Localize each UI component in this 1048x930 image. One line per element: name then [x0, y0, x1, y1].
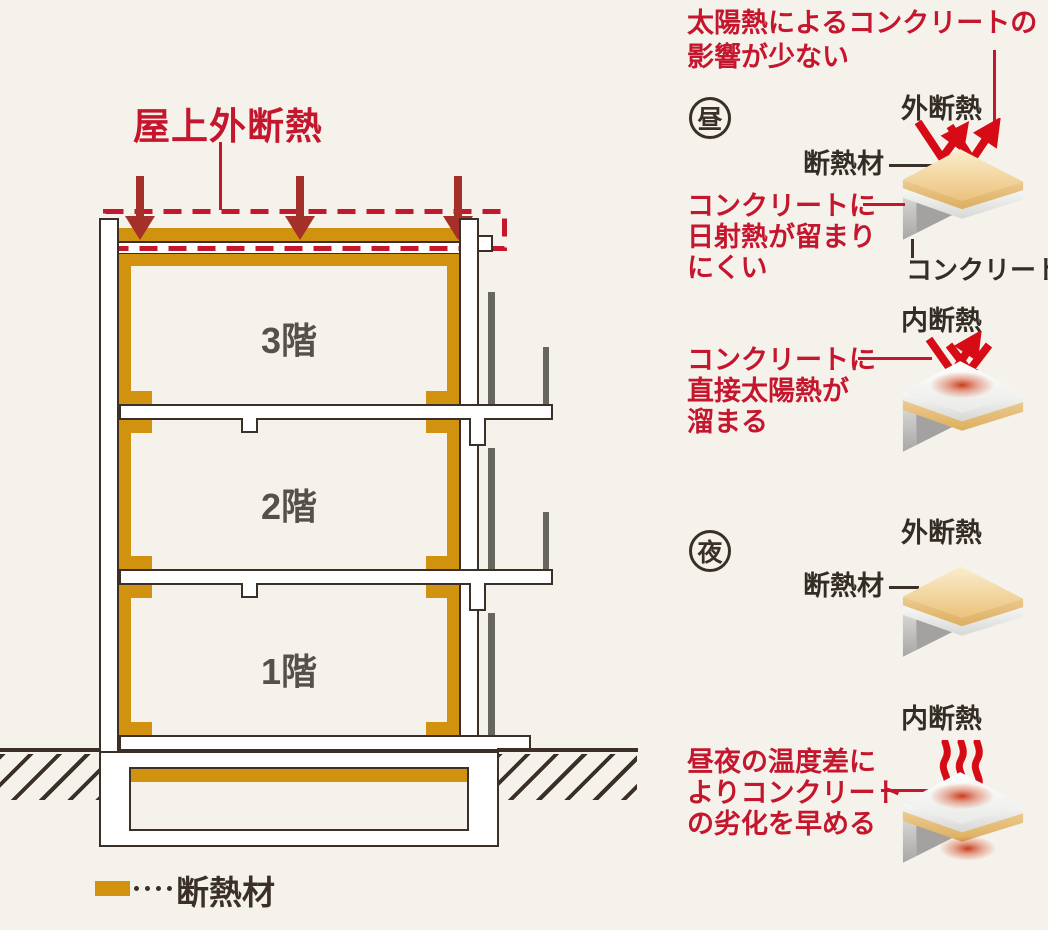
legend-dots: [134, 886, 172, 891]
night-interior-note-pointer-line: [881, 789, 929, 792]
day-interior-note-line3: 溜まる: [687, 407, 768, 437]
foundation-insulation-layer: [131, 769, 467, 782]
left-exterior-wall: [99, 218, 119, 760]
insulation-strip: [447, 585, 459, 735]
night-insulation-label: 断熱材: [803, 571, 884, 601]
insulation-corner: [119, 420, 152, 433]
insulation-corner: [426, 722, 459, 735]
day-heading-pointer-line: [993, 50, 996, 128]
roof-heat-arrow-icon: [125, 176, 155, 240]
night-interior-note-line1: 昼夜の温度差に: [687, 747, 876, 777]
right-exterior-wall: [459, 218, 479, 760]
day-heading-line1: 太陽熱によるコンクリートの: [687, 8, 1038, 38]
day-exterior-note-line1: コンクリートに: [687, 191, 876, 221]
balcony-handrail: [543, 347, 549, 404]
downstand-beam: [241, 583, 258, 598]
floor-label-2f: 2階: [260, 486, 318, 527]
insulation-corner: [426, 391, 459, 404]
roof-label-pointer-line: [219, 142, 222, 210]
downstand-beam: [241, 418, 258, 433]
parapet-ledge: [477, 235, 493, 252]
day-exterior-note-line2: 日射熱が留まり: [687, 222, 876, 252]
night-interior-note-line3: の劣化を早める: [687, 809, 876, 839]
roof-ceiling-insulation-layer: [119, 254, 459, 266]
insulation-strip: [119, 420, 131, 569]
slab-interior-insulation-night: [902, 772, 1024, 863]
floor-slab-3f: [119, 404, 553, 420]
floor-slab-1f: [119, 735, 531, 751]
insulation-corner: [426, 556, 459, 569]
night-interior-note-line2: よりコンクリート: [687, 778, 903, 808]
window-line: [488, 292, 495, 404]
hanging-wall: [469, 418, 486, 446]
insulation-strip: [447, 420, 459, 569]
ground-line: [0, 748, 101, 752]
roof-heat-arrow-icon: [285, 176, 315, 240]
slab-exterior-insulation-night: [902, 566, 1024, 657]
insulation-corner: [119, 722, 152, 735]
concrete-label: コンクリート: [906, 255, 1048, 285]
window-line: [488, 448, 495, 569]
roof-insulation-label: 屋上外断熱: [133, 106, 323, 147]
ground-hatch: [0, 754, 101, 800]
day-exterior-title: 外断熱: [901, 94, 982, 124]
balcony-handrail: [543, 512, 549, 569]
roof-exterior-insulation-layer: [119, 228, 459, 242]
insulation-corner: [119, 556, 152, 569]
day-insulation-pointer-line: [889, 164, 939, 167]
floor-label-1f: 1階: [260, 651, 318, 692]
insulation-strip: [119, 585, 131, 735]
night-badge: 夜: [689, 530, 731, 572]
day-interior-note-line2: 直接太陽熱が: [687, 376, 849, 406]
night-interior-title: 内断熱: [901, 704, 982, 734]
legend-label: 断熱材: [176, 874, 275, 911]
day-exterior-note-pointer-line: [863, 203, 905, 206]
day-badge: 昼: [689, 97, 731, 139]
ground-hatch: [497, 754, 637, 800]
heat-glow: [939, 836, 997, 861]
legend-swatch: [95, 881, 130, 896]
ground-line: [497, 748, 638, 752]
insulation-corner: [426, 420, 459, 433]
day-heading-line2: 影響が少ない: [687, 42, 849, 72]
day-interior-note-pointer-line: [858, 357, 932, 360]
day-insulation-label: 断熱材: [803, 149, 884, 179]
night-insulation-pointer-line: [889, 586, 919, 589]
slab-exterior-insulation-day: [902, 149, 1024, 240]
heat-glow: [929, 371, 995, 399]
insulation-corner: [119, 391, 152, 404]
insulation-strip: [119, 266, 131, 404]
floor-slab-2f: [119, 569, 553, 585]
night-exterior-title: 外断熱: [901, 518, 982, 548]
window-line: [488, 613, 495, 735]
insulation-corner: [426, 585, 459, 598]
heat-glow: [929, 782, 995, 810]
concrete-pointer-line: [911, 239, 914, 258]
hanging-wall: [469, 583, 486, 611]
insulation-corner: [119, 585, 152, 598]
floor-label-3f: 3階: [260, 320, 318, 361]
day-interior-note-line1: コンクリートに: [687, 345, 876, 375]
day-exterior-note-line3: にくい: [687, 253, 768, 283]
insulation-strip: [447, 266, 459, 404]
slab-interior-insulation-day: [902, 361, 1024, 452]
